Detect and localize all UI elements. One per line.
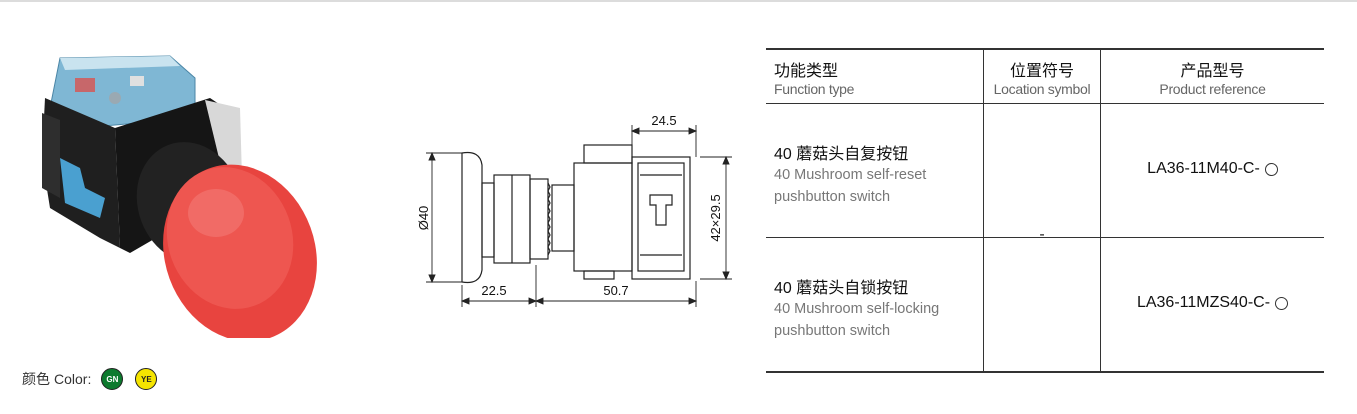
dim-bottom-left: 22.5 (481, 283, 506, 298)
header-rule (766, 103, 1324, 104)
header-function-type-cn: 功能类型 (774, 63, 839, 80)
header-product-reference-cn: 产品型号 (1180, 63, 1245, 80)
product-reference-text: LA36-11M40-C- (1147, 160, 1260, 177)
row-rule (766, 237, 1324, 238)
product-reference-text: LA36-11MZS40-C- (1136, 294, 1271, 311)
top-divider (0, 0, 1357, 2)
dim-bottom-right: 50.7 (603, 283, 628, 298)
header-product-reference-en: Product reference (1159, 81, 1266, 97)
color-swatch-green: GN (101, 368, 124, 390)
row-function-en-1: 40 Mushroom self-reset (774, 167, 927, 183)
product-photo (42, 55, 317, 338)
dim-height-right: 42×29.5 (708, 194, 723, 241)
dim-width-top: 24.5 (651, 113, 676, 128)
table-top-rule (766, 48, 1324, 50)
row-function-en-2: pushbutton switch (774, 189, 891, 205)
spec-table: 功能类型 Function type 位置符号 Location symbol … (766, 48, 1324, 373)
row-function-en-1: 40 Mushroom self-locking (774, 301, 940, 317)
header-location-symbol: 位置符号 Location symbol (984, 57, 1100, 97)
placeholder-circle-icon (1264, 162, 1278, 176)
header-location-symbol-en: Location symbol (993, 81, 1091, 97)
row-function-en-2: pushbutton switch (774, 323, 891, 339)
col-divider-2 (1100, 48, 1101, 373)
row-function-cn: 40 蘑菇头自复按钮 (774, 146, 909, 163)
col-divider-1 (983, 48, 984, 373)
dim-diameter: Ø40 (416, 206, 431, 231)
color-label-cn: 颜色 (22, 371, 50, 387)
color-swatch-yellow: YE (135, 368, 158, 390)
row-product-reference: LA36-11M40-C- (1101, 160, 1324, 178)
table-row: 40 蘑菇头自复按钮 40 Mushroom self-reset pushbu… (774, 140, 979, 208)
color-legend: 颜色 Color: GN YE (22, 368, 169, 390)
header-function-type: 功能类型 Function type (774, 57, 979, 97)
dimension-drawing: 24.5 42×29.5 Ø40 22.5 50.7 (416, 113, 732, 307)
placeholder-circle-icon (1275, 296, 1289, 310)
location-symbol-value: - (1039, 226, 1045, 243)
table-bottom-rule (766, 371, 1324, 373)
row-product-reference: LA36-11MZS40-C- (1101, 294, 1324, 312)
row-function-cn: 40 蘑菇头自锁按钮 (774, 280, 909, 297)
header-product-reference: 产品型号 Product reference (1101, 57, 1324, 97)
header-function-type-en: Function type (774, 81, 855, 97)
color-label-en: Color: (54, 371, 92, 387)
table-row: 40 蘑菇头自锁按钮 40 Mushroom self-locking push… (774, 274, 979, 342)
header-location-symbol-cn: 位置符号 (1009, 63, 1074, 80)
